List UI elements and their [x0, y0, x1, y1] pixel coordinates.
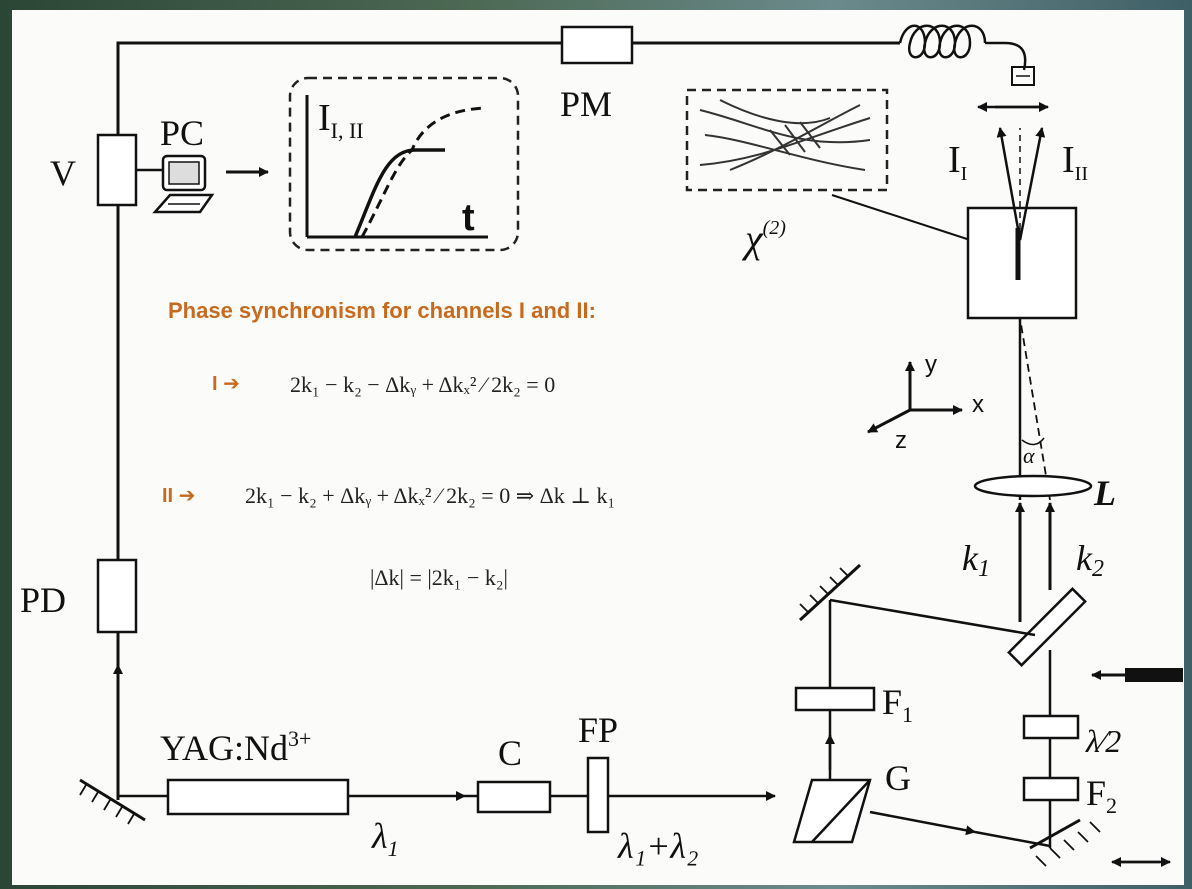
beam-mirror-to-combiner — [829, 598, 1036, 637]
inset-axes — [305, 95, 488, 239]
pd-label: PD — [20, 580, 66, 620]
computer-icon — [136, 154, 215, 214]
lambda-sum-label: λ₁+λ₂ — [617, 826, 699, 866]
eq2: 2k₁ − k₂ + Δkᵧ + Δkₓ² ⁄ 2k₂ = 0 ⇒ Δk ⊥ k… — [245, 483, 615, 508]
f2-label: F2 — [1086, 773, 1117, 818]
beam-k2-upper — [1019, 317, 1051, 501]
eq1: 2k₁ − k₂ − Δkᵧ + Δkₓ² ⁄ 2k₂ = 0 — [290, 372, 555, 397]
half-wave-label: λ⁄2 — [1085, 723, 1121, 759]
crystal-lattice-lines — [699, 99, 871, 171]
axis-z-label: z — [895, 427, 907, 454]
k1-label: k1 — [962, 538, 990, 582]
input-block — [1125, 668, 1183, 682]
equations-title: Phase synchronism for channels I and II: — [168, 298, 596, 323]
alpha-label: α — [1023, 443, 1035, 468]
inset-xlabel: t — [462, 197, 475, 239]
yag-label: YAG:Nd3+ — [160, 726, 311, 768]
photodiode-box — [96, 558, 138, 634]
beam-prism-to-mirror-a — [869, 810, 976, 836]
eq2-tag: II ➔ — [162, 485, 195, 507]
mirror-upper-hatch — [799, 567, 849, 613]
alpha-arc — [1021, 437, 1045, 446]
photomultiplier-box — [560, 25, 634, 65]
beam-prism-to-mirror-b — [974, 830, 1051, 848]
voltmeter-box — [96, 133, 138, 207]
v-label: V — [50, 153, 76, 193]
i2-label: III — [1062, 139, 1088, 185]
pc-label: PC — [160, 113, 204, 153]
mirror-lower-right-hatch — [1035, 821, 1101, 867]
half-wave-plate — [1022, 714, 1080, 740]
signal-inset-frame — [288, 76, 520, 252]
mirror-upper — [798, 563, 862, 622]
mirror-lower-left-hatch — [79, 784, 135, 825]
diagram-panel — [12, 10, 1184, 885]
beam-ii-arrow — [1018, 127, 1046, 241]
glan-prism — [792, 778, 872, 844]
lens-label: L — [1093, 473, 1116, 513]
signal-wires — [116, 41, 900, 672]
detector-head — [1011, 66, 1035, 86]
inset-ylabel: II, II — [318, 97, 364, 143]
beam-combiner-plate — [1007, 587, 1087, 667]
g-label: G — [885, 758, 911, 798]
filter-f2 — [1022, 776, 1080, 802]
coordinate-axes — [867, 361, 963, 434]
axis-y-label: y — [925, 351, 937, 378]
crystal-inset-frame — [685, 88, 889, 192]
fabry-perot — [586, 756, 610, 834]
chi-label: χ(2) — [741, 216, 786, 261]
fiber-coil — [898, 24, 1027, 71]
mirror-lower-left — [79, 778, 146, 822]
beam-i-arrow — [996, 127, 1022, 241]
fp-label: FP — [578, 710, 618, 750]
inset-curve-dashed — [360, 106, 486, 238]
filter-f1 — [794, 686, 876, 712]
axis-x-label: x — [972, 391, 984, 418]
pm-label: PM — [560, 84, 612, 124]
lambda1-label: λ1 — [371, 816, 399, 861]
c-label: C — [498, 733, 522, 773]
eq1-tag: I ➔ — [212, 373, 240, 395]
yag-laser-rod — [166, 778, 350, 816]
lens — [973, 474, 1093, 498]
component-c — [476, 780, 552, 814]
f1-label: F1 — [882, 682, 913, 727]
eq3: |Δk| = |2k₁ − k₂| — [370, 565, 508, 590]
k2-label: k2 — [1076, 538, 1104, 582]
i1-label: II — [948, 139, 967, 185]
